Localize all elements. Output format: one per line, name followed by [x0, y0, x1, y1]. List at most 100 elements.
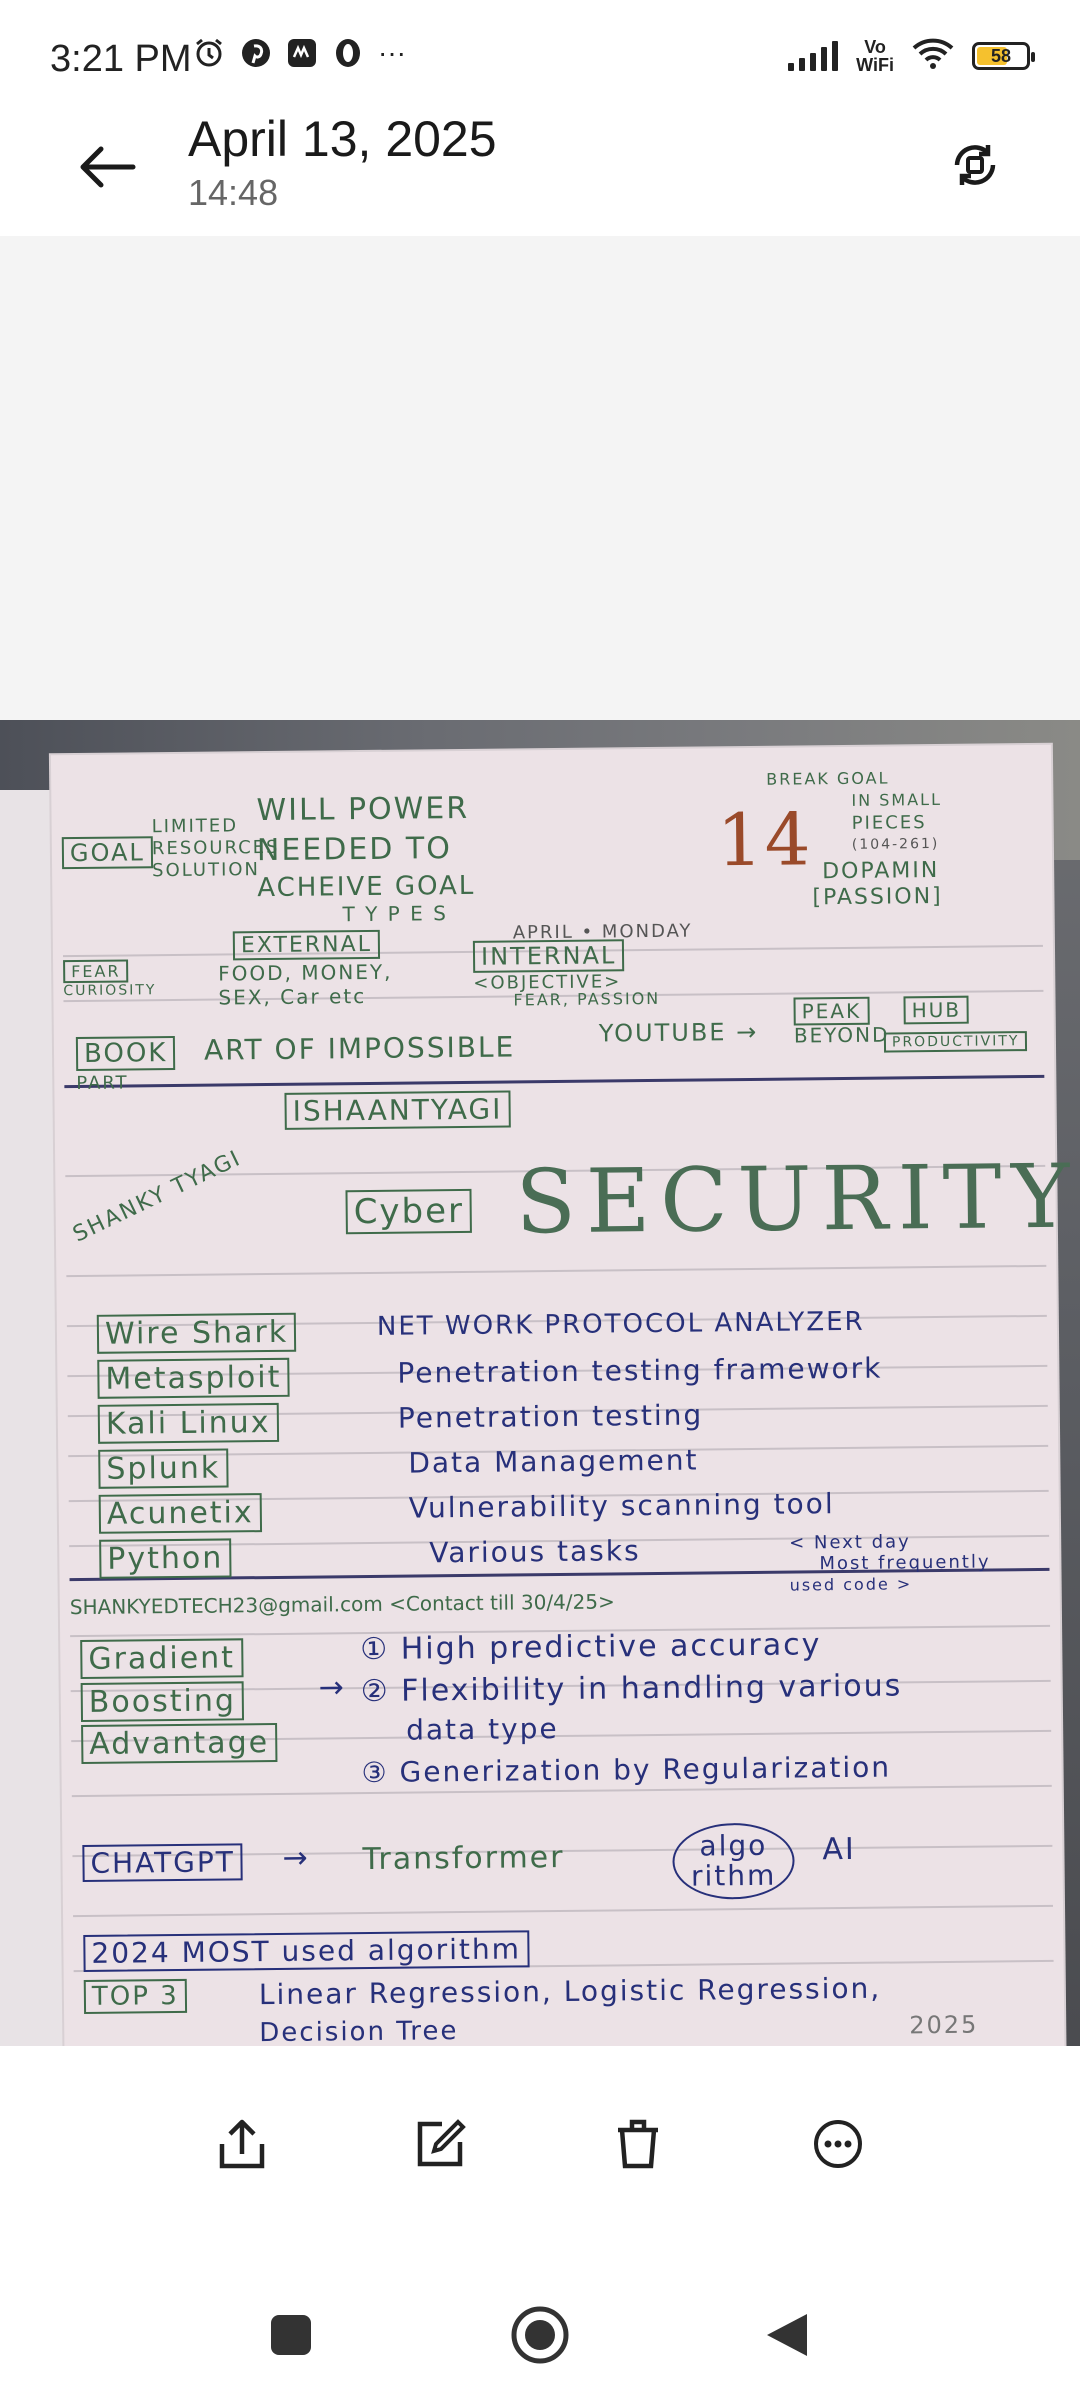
- tool-name: Splunk: [98, 1448, 229, 1489]
- tool-desc: Vulnerability scanning tool: [408, 1487, 835, 1525]
- back-nav-button[interactable]: [752, 2300, 822, 2370]
- tool-name: Wire Shark: [96, 1312, 297, 1354]
- note-fear: FEAR: [63, 959, 129, 984]
- note-shanky: SHANKY TYAGI: [69, 1145, 246, 1248]
- note-arrow-2: →: [282, 1840, 310, 1876]
- note-most-used: 2024 MOST used algorithm: [83, 1930, 530, 1972]
- note-transformer: Transformer: [362, 1839, 565, 1878]
- signal-icon: [788, 40, 839, 71]
- note-decision-tree: Decision Tree: [259, 2016, 459, 2049]
- notebook-page: GOAL LIMITED RESOURCES SOLUTION WILL POW…: [50, 744, 1080, 2116]
- recents-icon: [271, 2315, 311, 2355]
- note-day-number: 14: [716, 797, 813, 883]
- share-icon: [219, 2119, 265, 2169]
- edit-button[interactable]: [400, 2104, 480, 2184]
- note-break-goal: BREAK GOAL: [766, 768, 890, 789]
- more-notifications-indicator: ···: [378, 37, 406, 68]
- note-fear-passion: FEAR, PASSION: [513, 988, 661, 1010]
- app-notification-icon: [286, 37, 318, 69]
- note-acheive-goal: ACHEIVE GOAL: [257, 870, 476, 904]
- battery-icon: 58: [972, 41, 1035, 70]
- note-internal: INTERNAL: [472, 939, 625, 973]
- delete-button[interactable]: [598, 2104, 678, 2184]
- note-passion: [PASSION]: [812, 883, 943, 911]
- note-curiosity: CURIOSITY: [63, 982, 157, 1000]
- note-adv1: ① High predictive accuracy: [360, 1627, 822, 1668]
- note-email-line: SHANKYEDTECH23@gmail.com <Contact till 3…: [69, 1589, 615, 1620]
- note-chatgpt: CHATGPT: [82, 1843, 244, 1883]
- rotate-button[interactable]: [940, 130, 1010, 200]
- back-button[interactable]: [72, 132, 142, 202]
- tool-name: Python: [99, 1538, 232, 1579]
- note-solution: SOLUTION: [152, 859, 261, 882]
- rotate-icon: [954, 145, 996, 185]
- alarm-icon: [192, 36, 226, 70]
- more-button[interactable]: [798, 2104, 878, 2184]
- note-external: EXTERNAL: [232, 929, 381, 961]
- back-arrow-icon: [80, 146, 136, 188]
- note-top3-list: Linear Regression, Logistic Regression,: [258, 1971, 882, 2012]
- edit-icon: [417, 2119, 466, 2167]
- note-arrow: →: [318, 1670, 347, 1706]
- tool-name: Acunetix: [98, 1493, 262, 1534]
- note-will-power: WILL POWER: [256, 790, 470, 829]
- note-limited: LIMITED: [151, 815, 239, 838]
- photo-date: April 13, 2025: [188, 111, 497, 167]
- note-security: SECURITY: [515, 1144, 1080, 1254]
- tool-desc: Data Management: [408, 1443, 699, 1480]
- vowifi-icon: Vo WiFi: [856, 38, 894, 74]
- system-navigation-bar: [0, 2266, 1080, 2400]
- recents-button[interactable]: [256, 2300, 326, 2370]
- notification-icons: ···: [192, 36, 406, 70]
- wifi-icon: [912, 36, 954, 75]
- note-adv2: ② Flexibility in handling various: [360, 1668, 903, 1710]
- note-sex-car: SEX, Car etc: [218, 983, 367, 1010]
- note-types: T Y P E S: [342, 901, 448, 927]
- note-advantage: Advantage: [81, 1722, 278, 1765]
- vowifi-top: Vo: [864, 36, 886, 57]
- note-beyond: BEYOND: [793, 1022, 890, 1048]
- note-most-frequently: Most frequently: [819, 1551, 991, 1575]
- notebook-photo[interactable]: GOAL LIMITED RESOURCES SOLUTION WILL POW…: [0, 720, 1080, 2152]
- note-pages-ref: (104-261): [851, 835, 940, 853]
- battery-level: 58: [990, 45, 1012, 66]
- note-youtube: YOUTUBE →: [598, 1017, 759, 1048]
- note-top3: TOP 3: [83, 1978, 187, 2014]
- pinterest-icon: [240, 37, 272, 69]
- note-dopamin: DOPAMIN: [822, 857, 940, 885]
- note-pieces: PIECES: [851, 812, 927, 834]
- note-boosting: Boosting: [80, 1681, 245, 1723]
- vowifi-bottom: WiFi: [856, 54, 894, 75]
- home-button[interactable]: [505, 2300, 575, 2370]
- note-book: BOOK: [75, 1035, 176, 1072]
- note-in-small: IN SMALL: [851, 789, 943, 810]
- trash-icon: [618, 2119, 658, 2169]
- gallery-header: April 13, 2025 14:48: [0, 110, 1080, 236]
- tool-desc: Penetration testing: [397, 1398, 704, 1435]
- photo-viewer: GOAL LIMITED RESOURCES SOLUTION WILL POW…: [0, 236, 1080, 2152]
- note-art-of-impossible: ART OF IMPOSSIBLE: [203, 1030, 516, 1067]
- opera-icon: [332, 37, 364, 69]
- photo-actions-toolbar: [0, 2046, 1080, 2266]
- note-productivity: PRODUCTIVITY: [883, 1031, 1028, 1053]
- note-cyber: Cyber: [345, 1188, 473, 1235]
- note-used-code: used code >: [789, 1574, 913, 1595]
- note-adv3: ③ Generization by Regularization: [361, 1750, 892, 1790]
- more-icon: [814, 2120, 862, 2168]
- note-ishaan: ISHAANTYAGI: [284, 1090, 511, 1130]
- note-peak: PEAK: [793, 996, 870, 1026]
- home-icon: [511, 2306, 569, 2364]
- note-hub: HUB: [903, 995, 970, 1025]
- tool-name: Kali Linux: [97, 1402, 279, 1444]
- system-icons: Vo WiFi 58: [788, 36, 1035, 75]
- back-triangle-icon: [767, 2314, 807, 2356]
- note-next-day: < Next day: [789, 1531, 911, 1554]
- note-part: PART: [76, 1072, 129, 1095]
- note-year-mark: 2025: [909, 2010, 979, 2040]
- tool-desc: NET WORK PROTOCOL ANALYZER: [376, 1306, 865, 1342]
- share-button[interactable]: [202, 2104, 282, 2184]
- photo-time: 14:48: [188, 172, 279, 213]
- note-food-money: FOOD, MONEY,: [218, 959, 393, 986]
- note-needed-to: NEEDED TO: [256, 831, 453, 869]
- note-algorithm: algo rithm: [672, 1822, 795, 1900]
